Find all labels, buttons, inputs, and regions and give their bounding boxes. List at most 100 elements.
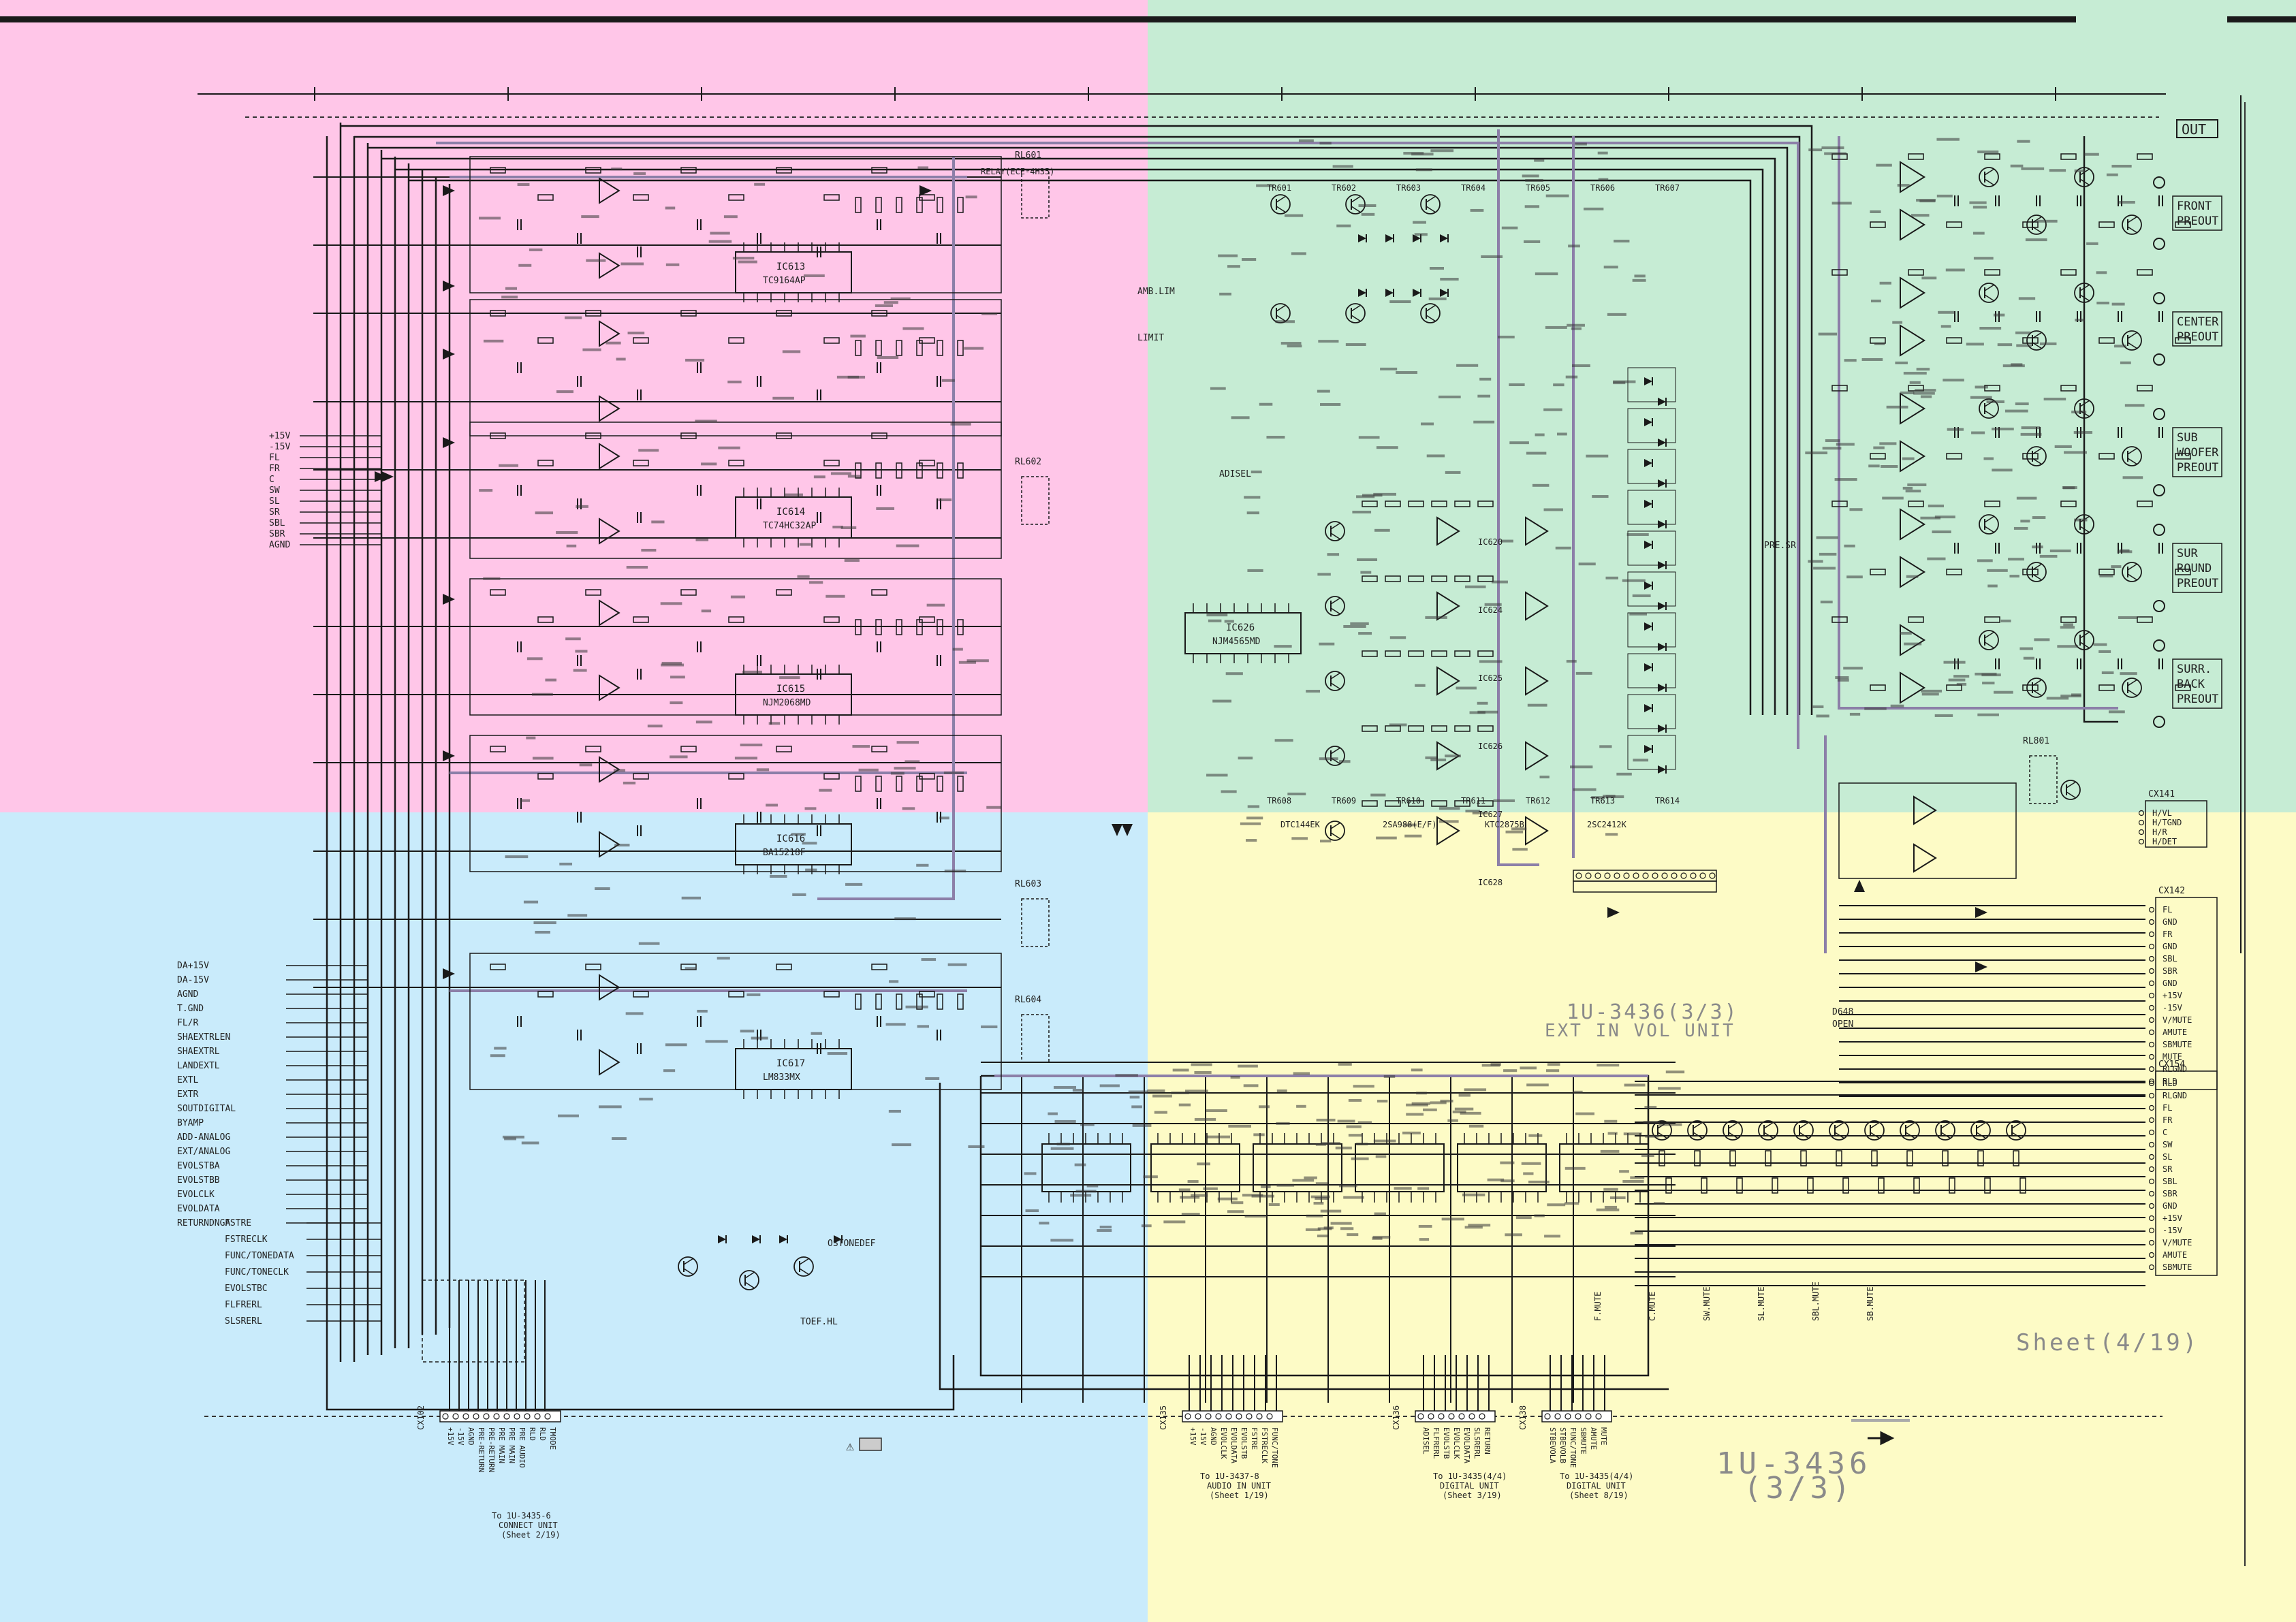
annotation-mark bbox=[1319, 757, 1338, 761]
resistor bbox=[2098, 337, 2115, 344]
bottom-connector-body bbox=[439, 1410, 561, 1422]
jack-icon bbox=[2153, 716, 2165, 728]
transistor-symbol bbox=[1979, 514, 1999, 535]
annotation-mark bbox=[852, 745, 870, 748]
transistor-lead bbox=[1763, 1132, 1774, 1139]
resistor bbox=[1362, 650, 1378, 657]
ic-part-label: NJM4565MD bbox=[1212, 637, 1261, 647]
left-input-label: EXTL bbox=[177, 1075, 198, 1085]
resistor bbox=[2137, 616, 2153, 623]
annotation-mark bbox=[567, 914, 588, 917]
diode-pack bbox=[1627, 571, 1676, 607]
signal-arrow-icon bbox=[1112, 824, 1122, 836]
resistor bbox=[1362, 500, 1378, 507]
annotation-mark bbox=[952, 648, 963, 651]
annotation-mark bbox=[1053, 1085, 1077, 1089]
annotation-mark bbox=[1445, 471, 1461, 474]
annotation-mark bbox=[1479, 660, 1503, 663]
annotation-mark bbox=[520, 799, 531, 802]
annotation-mark bbox=[1227, 265, 1240, 268]
transistor-lead bbox=[1276, 304, 1287, 312]
annotation-mark bbox=[1340, 1227, 1354, 1230]
resistor bbox=[1385, 800, 1401, 807]
annotation-mark bbox=[894, 767, 916, 770]
annotation-mark bbox=[1535, 433, 1545, 436]
resistor bbox=[1870, 453, 1886, 460]
bottom-connector-body bbox=[1182, 1410, 1283, 1422]
resistor bbox=[1946, 337, 1962, 344]
preout-label: ROUND bbox=[2177, 562, 2212, 575]
transistor-lead bbox=[1984, 284, 1995, 291]
annotation-mark bbox=[1522, 174, 1539, 178]
annotation-mark bbox=[1994, 690, 2013, 694]
annotation-mark bbox=[2064, 451, 2088, 454]
annotation-mark bbox=[1534, 1214, 1545, 1218]
bottom-pin-label: PRE-RETURN bbox=[477, 1427, 486, 1472]
resistor bbox=[728, 337, 744, 344]
annotation-mark bbox=[1992, 468, 2013, 472]
annotation-mark bbox=[1546, 1069, 1560, 1072]
annotation-mark bbox=[529, 248, 543, 251]
annotation-mark bbox=[1520, 1066, 1537, 1070]
resistor bbox=[728, 616, 744, 623]
opamp-symbol bbox=[1436, 666, 1460, 696]
transistor-symbol bbox=[2026, 562, 2047, 582]
annotation-mark bbox=[1619, 1170, 1629, 1173]
annotation-mark bbox=[1500, 1179, 1515, 1183]
annotation-mark bbox=[877, 356, 899, 360]
bottom-connector-body bbox=[1541, 1410, 1612, 1422]
annotation-mark bbox=[1864, 707, 1887, 710]
annotation-mark bbox=[2093, 643, 2107, 646]
connector-ref: CX141 bbox=[2148, 789, 2175, 799]
control-ic bbox=[1457, 1143, 1547, 1192]
bottom-pin-label: EVOLDATA bbox=[1462, 1427, 1471, 1463]
annotation-mark bbox=[1936, 194, 1953, 197]
misc-label: ADISEL bbox=[1219, 469, 1251, 479]
annotation-mark bbox=[1979, 327, 2002, 330]
annotation-mark bbox=[695, 538, 709, 541]
resistor bbox=[1870, 684, 1886, 691]
quadrant-bottom-left bbox=[0, 812, 1148, 1622]
annotation-mark bbox=[665, 263, 680, 266]
annotation-mark bbox=[1645, 1134, 1659, 1138]
transistor-label: TR613 bbox=[1590, 796, 1615, 806]
annotation-mark bbox=[1425, 756, 1437, 759]
annotation-mark bbox=[1534, 159, 1545, 162]
annotation-mark bbox=[1870, 300, 1881, 303]
left-input-label: EXT/ANALOG bbox=[177, 1147, 230, 1157]
preout-box bbox=[2172, 195, 2222, 231]
transistor-lead bbox=[1351, 206, 1362, 213]
transistor-part-label: KTC2875B bbox=[1485, 820, 1524, 829]
annotation-mark bbox=[1462, 1193, 1485, 1196]
transistor-symbol bbox=[2074, 398, 2094, 419]
transistor-symbol bbox=[2074, 630, 2094, 650]
annotation-mark bbox=[1445, 754, 1461, 758]
resistor bbox=[1984, 500, 2000, 507]
resistor bbox=[1984, 1177, 1991, 1194]
annotation-mark bbox=[1206, 774, 1228, 777]
resistor bbox=[680, 746, 697, 752]
connector-pin-label: SL bbox=[2163, 1152, 2172, 1162]
connector-pin bbox=[544, 1413, 551, 1420]
pin-icon bbox=[2148, 919, 2155, 925]
resistor bbox=[875, 340, 882, 356]
connector-frame bbox=[2145, 800, 2207, 848]
unit-title: 1U-3436(3/3) bbox=[1567, 1000, 1739, 1024]
mute-label: SB.MUTE bbox=[1866, 1286, 1875, 1321]
annotation-mark bbox=[1048, 1112, 1058, 1115]
preout-label: PREOUT bbox=[2177, 330, 2218, 344]
annotation-mark bbox=[1892, 321, 1903, 324]
annotation-mark bbox=[1992, 428, 2014, 431]
resistor bbox=[957, 993, 964, 1010]
annotation-mark bbox=[1430, 758, 1447, 761]
annotation-mark bbox=[1346, 1125, 1362, 1128]
annotation-mark bbox=[1613, 380, 1636, 383]
annotation-mark bbox=[1605, 833, 1618, 836]
mute-label: C.MUTE bbox=[1648, 1292, 1657, 1321]
annotation-mark bbox=[1603, 1188, 1618, 1191]
relay-label: RL801 bbox=[2023, 736, 2049, 746]
annotation-mark bbox=[2098, 650, 2111, 653]
annotation-mark bbox=[832, 525, 843, 528]
annotation-mark bbox=[1881, 465, 1898, 468]
annotation-mark bbox=[797, 575, 810, 578]
